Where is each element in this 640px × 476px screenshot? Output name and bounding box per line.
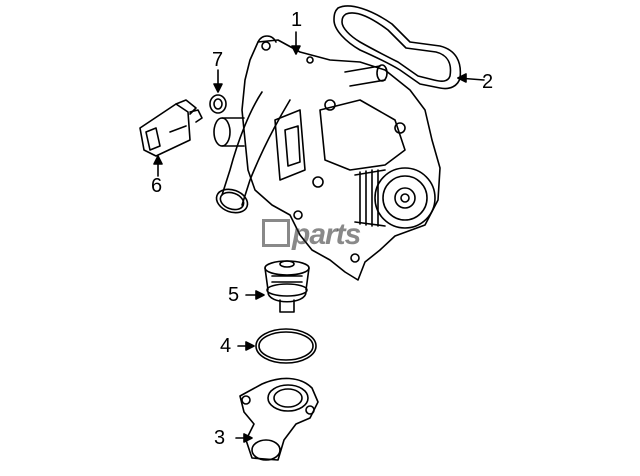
callout-1: 1	[291, 9, 303, 31]
watermark: parts	[262, 216, 361, 252]
gasket	[333, 5, 485, 90]
callout-3: 3	[214, 427, 226, 449]
callout-5: 5	[228, 284, 240, 306]
callout-2: 2	[482, 71, 494, 93]
callout-7: 7	[212, 49, 224, 71]
thermostat-cover	[235, 377, 319, 461]
thermostat	[245, 260, 310, 313]
water-pump-housing	[213, 35, 441, 281]
watermark-text: parts	[292, 218, 361, 251]
o-ring-large	[237, 328, 317, 364]
callout-4: 4	[220, 335, 232, 357]
leader-1	[291, 31, 301, 55]
callout-6: 6	[151, 175, 163, 197]
temperature-sensor	[139, 99, 203, 177]
watermark-logo-icon	[262, 219, 290, 247]
o-ring-small	[209, 69, 227, 114]
